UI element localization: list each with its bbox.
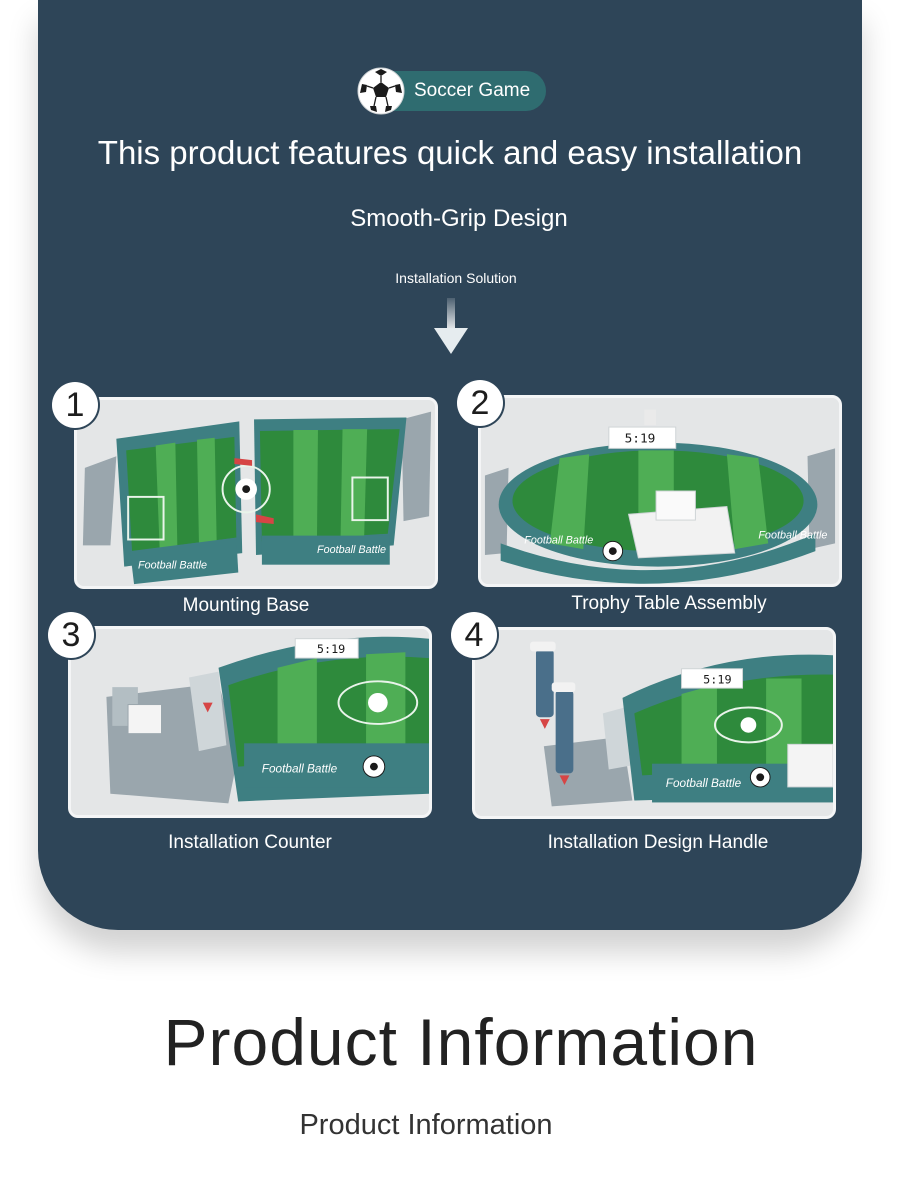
board-label: Football Battle — [666, 777, 742, 790]
arrow-down-icon — [434, 298, 468, 354]
step-number: 1 — [52, 382, 98, 428]
step-2-image: 5:19 Football Battle Football Battle — [478, 395, 842, 587]
step-caption: Trophy Table Assembly — [571, 593, 767, 614]
board-label: Football Battle — [138, 560, 207, 572]
scoreboard: 5:19 — [317, 642, 345, 656]
step-caption: Installation Counter — [168, 832, 332, 853]
product-information-title: Product Information — [163, 1005, 759, 1079]
subheadline: Smooth-Grip Design — [350, 205, 568, 232]
step-number: 2 — [457, 380, 503, 426]
step-number: 4 — [451, 612, 497, 658]
board-label: Football Battle — [524, 534, 593, 546]
board-label: Football Battle — [317, 544, 386, 556]
step-4-image: 5:19 Football Battle — [472, 627, 836, 819]
step-caption: Mounting Base — [182, 595, 310, 616]
soccer-game-tag: Soccer Game — [372, 71, 546, 111]
installation-solution-label: Installation Solution — [395, 270, 517, 286]
product-information-subtitle: Product Information — [299, 1109, 553, 1141]
headline: This product features quick and easy ins… — [97, 134, 803, 171]
step-3-image: 5:19 Football Battle — [68, 626, 432, 818]
tag-label: Soccer Game — [414, 80, 531, 101]
board-label: Football Battle — [262, 762, 338, 775]
step-number: 3 — [48, 612, 94, 658]
board-label: Football Battle — [758, 530, 827, 542]
step-caption: Installation Design Handle — [547, 832, 769, 853]
step-1-image: Football Battle Football Battle — [74, 397, 438, 589]
scoreboard: 5:19 — [625, 431, 656, 446]
soccer-ball-icon — [357, 67, 405, 115]
scoreboard: 5:19 — [703, 672, 731, 686]
